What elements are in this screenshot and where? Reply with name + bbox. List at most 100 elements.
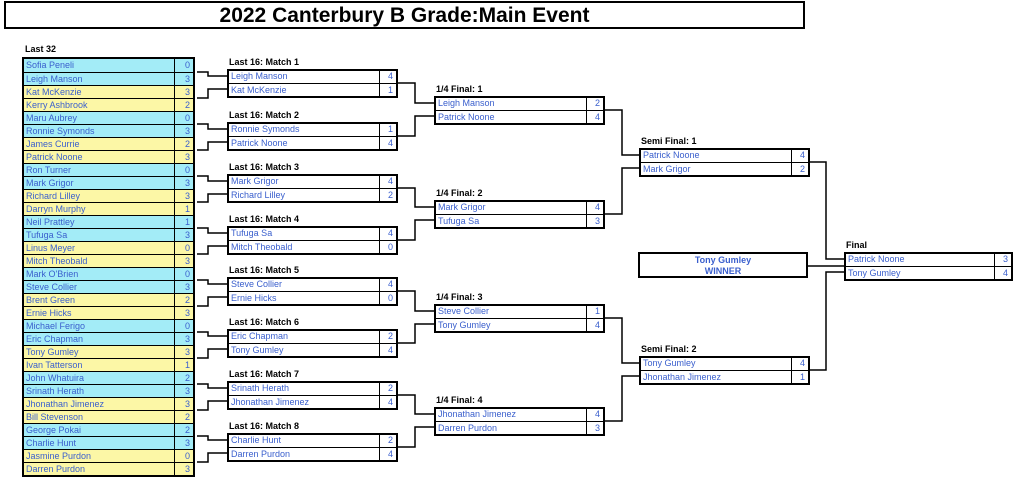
last32-player-name: Richard Lilley (24, 189, 174, 202)
player-name: Darren Purdon (229, 447, 379, 460)
player-name: Steve Collier (231, 279, 283, 289)
last32-player-name: Linus Meyer (24, 241, 174, 254)
player-name: Mitch Theobald (229, 240, 379, 253)
last32-player-score: 2 (174, 98, 193, 111)
match-box (434, 200, 605, 229)
last32-player-name: Brent Green (24, 293, 174, 306)
match-label: Last 16: Match 5 (229, 265, 300, 275)
player-score: 4 (791, 149, 808, 162)
last32-box (22, 57, 195, 477)
match-label: Last 16: Match 3 (229, 162, 300, 172)
match-label: Semi Final: 1 (641, 136, 697, 146)
match-box (227, 122, 398, 151)
final-label: Final (846, 240, 868, 250)
connector (398, 219, 434, 241)
connector (398, 323, 434, 344)
player-score: 4 (379, 136, 396, 149)
player-score: 4 (791, 357, 808, 370)
player-score: 2 (379, 330, 396, 343)
last32-player-score: 0 (174, 163, 193, 176)
player-name: Tufuga Sa (436, 214, 586, 227)
last32-player-score: 3 (174, 345, 193, 358)
player-score: 0 (379, 240, 396, 253)
last32-player-name: Kat McKenzie (24, 85, 174, 98)
connector (605, 109, 639, 156)
last32-player-score: 0 (174, 241, 193, 254)
player-name: Patrick Noone (848, 254, 905, 264)
player-score: 4 (586, 110, 603, 123)
player-score: 4 (379, 343, 396, 356)
winner-box: Tony Gumley WINNER (638, 252, 808, 278)
connector (398, 115, 434, 137)
last32-player-score: 3 (174, 228, 193, 241)
match-label: Last 16: Match 1 (229, 57, 300, 67)
connector (398, 290, 434, 312)
player-name: Eric Chapman (231, 331, 289, 341)
match-box (227, 174, 398, 203)
player-name: Mark Grigor (231, 176, 279, 186)
last32-player-name: Darryn Murphy (24, 202, 174, 215)
player-name: Ernie Hicks (229, 291, 379, 304)
player-score: 1 (791, 370, 808, 383)
last32-player-name: Sofia Peneli (24, 59, 174, 72)
last32-player-score: 3 (174, 254, 193, 267)
last32-player-name: George Pokai (24, 423, 174, 436)
match-label: Semi Final: 2 (641, 344, 697, 354)
player-name: Jhonathan Jimenez (229, 395, 379, 408)
match-box (639, 148, 810, 177)
player-score: 1 (379, 83, 396, 96)
last32-player-name: Srinath Herath (24, 384, 174, 397)
last32-player-name: Jhonathan Jimenez (24, 397, 174, 410)
player-score: 4 (379, 278, 396, 291)
final-box (844, 252, 1013, 281)
match-label: Last 16: Match 2 (229, 110, 300, 120)
last32-player-name: Ernie Hicks (24, 306, 174, 319)
connector (197, 71, 227, 77)
player-name: Charlie Hunt (231, 435, 282, 445)
match-label: 1/4 Final: 3 (436, 292, 483, 302)
connector (197, 193, 227, 203)
last32-player-name: Ronnie Symonds (24, 124, 174, 137)
connector (398, 394, 434, 415)
player-score: 0 (379, 291, 396, 304)
match-label: 1/4 Final: 2 (436, 188, 483, 198)
last32-player-score: 0 (174, 111, 193, 124)
last32-player-score: 3 (174, 280, 193, 293)
player-score: 1 (379, 123, 396, 136)
connector (197, 123, 227, 130)
last32-player-score: 3 (174, 384, 193, 397)
connector (197, 88, 227, 99)
last32-player-score: 0 (174, 319, 193, 332)
player-name: Jhonathan Jimenez (438, 409, 517, 419)
player-score: 4 (379, 395, 396, 408)
match-box (434, 304, 605, 333)
player-name: Jhonathan Jimenez (641, 370, 791, 383)
player-name: Richard Lilley (229, 188, 379, 201)
match-label: Last 16: Match 8 (229, 421, 300, 431)
connector (605, 167, 639, 215)
match-box (227, 277, 398, 306)
last32-player-score: 3 (174, 397, 193, 410)
player-name: Tony Gumley (643, 358, 696, 368)
match-box (434, 96, 605, 125)
connector (605, 375, 639, 422)
player-name: Patrick Noone (229, 136, 379, 149)
last32-player-score: 3 (174, 332, 193, 345)
connector (197, 296, 227, 307)
last32-player-name: Ivan Tatterson (24, 358, 174, 371)
player-score: 4 (994, 266, 1011, 279)
player-score: 4 (379, 447, 396, 460)
last32-player-name: Neil Prattley (24, 215, 174, 228)
match-label: Last 16: Match 6 (229, 317, 300, 327)
last32-player-name: Kerry Ashbrook (24, 98, 174, 111)
last32-header: Last 32 (25, 44, 57, 54)
player-score: 2 (379, 188, 396, 201)
last32-player-name: John Whatuira (24, 371, 174, 384)
last32-player-score: 1 (174, 358, 193, 371)
last32-player-score: 3 (174, 462, 193, 475)
player-score: 2 (586, 97, 603, 110)
player-score: 4 (586, 318, 603, 331)
player-name: Ronnie Symonds (231, 124, 300, 134)
match-box (227, 69, 398, 98)
last32-player-name: Bill Stevenson (24, 410, 174, 423)
